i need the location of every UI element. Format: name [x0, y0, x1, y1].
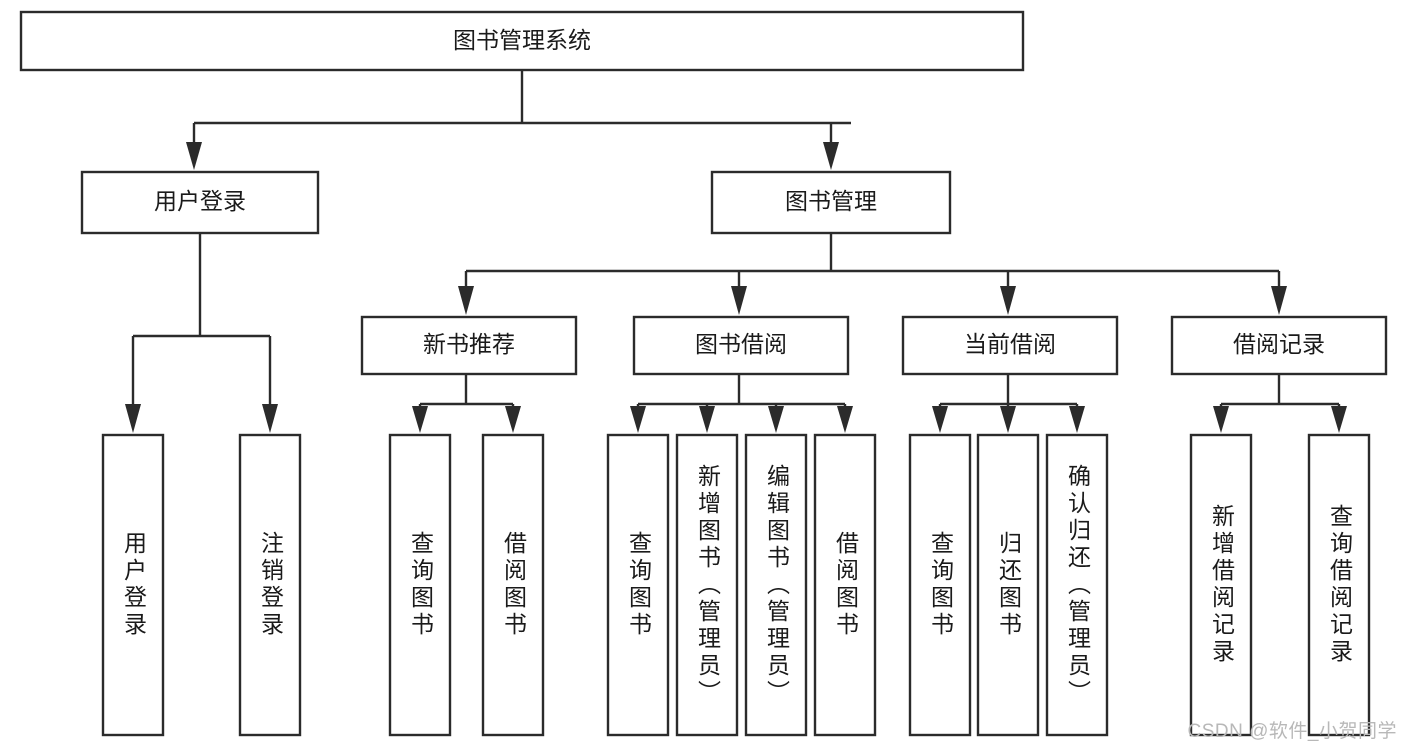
node-book-management-label: 图书管理 — [785, 188, 877, 214]
watermark: CSDN @软件_小贺同学 — [1187, 721, 1397, 742]
arrow-head-icon — [412, 406, 428, 433]
leaf-node[interactable] — [976, 433, 1040, 737]
arrow-head-icon — [1000, 286, 1016, 315]
connector-bookmgmt-to-level3 — [458, 233, 1287, 315]
connector-bookborrow-to-leaves — [630, 374, 853, 433]
node-current-borrow-label: 当前借阅 — [964, 331, 1056, 357]
leaf-node[interactable] — [908, 433, 972, 737]
leaf-node[interactable] — [675, 433, 739, 737]
node-book-management[interactable]: 图书管理 — [710, 170, 952, 235]
arrow-head-icon — [262, 404, 278, 433]
leaf-node[interactable] — [1189, 433, 1253, 737]
leaf-node[interactable] — [238, 433, 302, 737]
arrow-head-icon — [186, 142, 202, 170]
connector-newbook-to-leaves — [412, 374, 521, 433]
node-new-book-recommend-label: 新书推荐 — [423, 331, 515, 357]
connector-root-to-level2 — [186, 70, 851, 170]
arrow-head-icon — [1069, 406, 1085, 433]
node-user-login[interactable]: 用户登录 — [80, 170, 320, 235]
leaf-node[interactable] — [1045, 433, 1109, 737]
arrow-head-icon — [125, 404, 141, 433]
connector-userlogin-to-leaves — [125, 233, 278, 433]
leaf-node[interactable] — [388, 433, 452, 737]
node-root[interactable]: 图书管理系统 — [19, 10, 1025, 72]
leaf-node[interactable] — [606, 433, 670, 737]
connector-currentborrow-to-leaves — [932, 374, 1085, 433]
arrow-head-icon — [731, 286, 747, 315]
arrow-head-icon — [458, 286, 474, 315]
arrow-head-icon — [630, 406, 646, 433]
leaf-node[interactable] — [813, 433, 877, 737]
node-new-book-recommend[interactable]: 新书推荐 — [360, 315, 578, 376]
leaf-node[interactable] — [744, 433, 808, 737]
node-book-borrow[interactable]: 图书借阅 — [632, 315, 850, 376]
node-user-login-label: 用户登录 — [154, 188, 246, 214]
leaf-node[interactable] — [101, 433, 165, 737]
arrow-head-icon — [1213, 406, 1229, 433]
node-root-label: 图书管理系统 — [453, 27, 591, 53]
arrow-head-icon — [699, 406, 715, 433]
arrow-head-icon — [505, 406, 521, 433]
node-book-borrow-label: 图书借阅 — [695, 331, 787, 357]
leaf-node[interactable] — [481, 433, 545, 737]
arrow-head-icon — [768, 406, 784, 433]
node-borrow-record-label: 借阅记录 — [1233, 331, 1325, 357]
leaf-node[interactable] — [1307, 433, 1371, 737]
connector-borrowrecord-to-leaves — [1213, 374, 1347, 433]
arrow-head-icon — [1000, 406, 1016, 433]
arrow-head-icon — [932, 406, 948, 433]
node-current-borrow[interactable]: 当前借阅 — [901, 315, 1119, 376]
arrow-head-icon — [1331, 406, 1347, 433]
node-borrow-record[interactable]: 借阅记录 — [1170, 315, 1388, 376]
arrow-head-icon — [837, 406, 853, 433]
arrow-head-icon — [823, 142, 839, 170]
arrow-head-icon — [1271, 286, 1287, 315]
